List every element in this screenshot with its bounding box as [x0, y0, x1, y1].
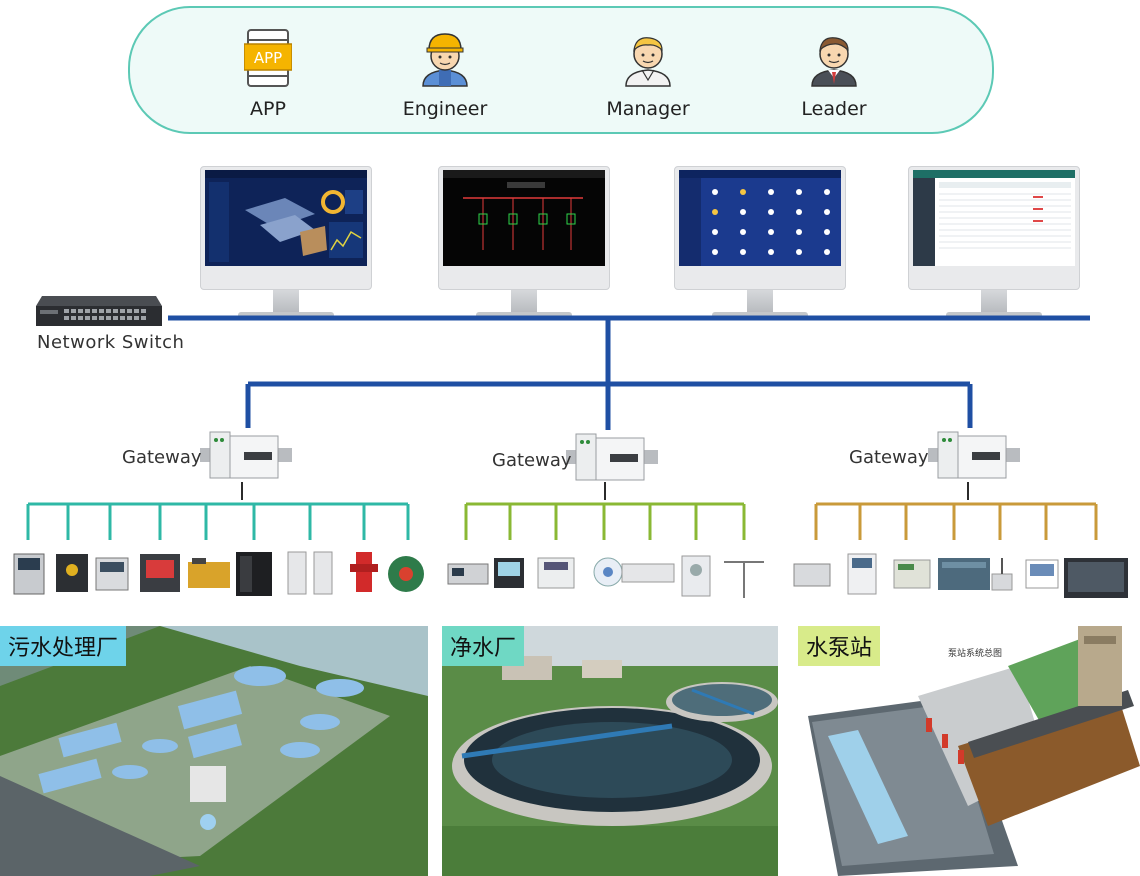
network-switch-label: Network Switch: [37, 332, 185, 353]
app-icon: APP: [244, 29, 292, 87]
user-app[interactable]: APP APP: [198, 28, 338, 120]
protection-relay-icon: [13, 553, 45, 595]
user-label-leader: Leader: [801, 98, 867, 120]
site-title-water-plant: 净水厂: [442, 626, 525, 666]
pump-station-caption: 泵站系统总图: [948, 647, 1002, 659]
relay-module-icon: [621, 563, 675, 583]
power-meter-icon: [95, 557, 129, 591]
network-switch-icon: [36, 296, 162, 326]
gateway-device-icon: [200, 431, 292, 479]
user-leader[interactable]: Leader: [764, 28, 904, 120]
user-label-manager: Manager: [606, 98, 690, 120]
monitor-single-line-diagram[interactable]: [438, 166, 610, 318]
panel-meter-icon: [494, 558, 524, 588]
site-title-wastewater: 污水处理厂: [0, 626, 127, 666]
water-plant-image: [442, 626, 778, 876]
fan-icon: [388, 556, 424, 592]
branch-lines-2: [464, 502, 746, 540]
wastewater-plant-image: [0, 626, 428, 876]
gateway-drop-lines: [241, 482, 969, 500]
camera-video-icon: [1064, 558, 1128, 598]
electricity-meter-icon: [793, 563, 831, 587]
multi-function-meter-icon: [537, 557, 575, 589]
meter-dark-icon: [56, 554, 88, 592]
display-meter-icon: [140, 554, 180, 592]
controller-icon: [893, 559, 931, 589]
data-table-screen: [913, 170, 1075, 266]
site-title-pump-station: 水泵站: [798, 626, 881, 666]
sensor-antenna-icon: [991, 558, 1013, 591]
pump-station-image: 泵站系统总图: [798, 626, 1140, 876]
ups-cabinet-icon: [236, 552, 272, 596]
switchgear-cabinet-icon: [287, 551, 333, 595]
monitor-dashboard-3d[interactable]: [200, 166, 372, 318]
network-topology-lines: [26, 315, 1098, 540]
single-line-screen: [443, 170, 605, 250]
plc-icon: [938, 558, 990, 590]
branch-lines-1: [26, 502, 410, 540]
air-conditioner-icon: [681, 555, 711, 597]
smoke-sensor-icon: [593, 557, 623, 587]
user-engineer[interactable]: Engineer: [375, 28, 515, 120]
gateway-label-1: Gateway: [122, 447, 202, 468]
leader-icon: [811, 37, 857, 87]
user-roles-panel: APP APP Engineer Manager: [128, 6, 994, 134]
site-water-plant[interactable]: 净水厂: [442, 626, 778, 876]
generator-icon: [188, 558, 230, 588]
fire-pump-icon: [350, 552, 378, 592]
din-meter-icon: [447, 563, 489, 585]
user-manager[interactable]: Manager: [578, 28, 718, 120]
gateway-device-icon: [566, 433, 658, 481]
gateway-label-3: Gateway: [849, 447, 929, 468]
manager-icon: [625, 37, 671, 87]
branch-lines-3: [814, 502, 1098, 540]
gateway-device-icon: [928, 431, 1020, 479]
monitor-device-map[interactable]: [674, 166, 846, 318]
site-pump-station[interactable]: 泵站系统总图 水泵站: [798, 626, 1140, 876]
street-light-icon: [724, 561, 764, 598]
monitor-data-table[interactable]: [908, 166, 1080, 318]
temp-humidity-sensor-icon: [1025, 559, 1059, 589]
field-devices-row: [13, 551, 1128, 598]
scada-3d-screen: [205, 170, 367, 262]
engineer-icon: [422, 33, 468, 87]
prepaid-meter-icon: [847, 553, 877, 595]
user-label-engineer: Engineer: [402, 98, 488, 120]
device-map-screen: [679, 170, 841, 266]
gateway-label-2: Gateway: [492, 450, 572, 471]
app-badge-text: APP: [254, 49, 282, 67]
user-label-app: APP: [250, 98, 286, 120]
backbone-lines: [168, 315, 1090, 430]
site-wastewater-plant[interactable]: 污水处理厂: [0, 626, 428, 876]
